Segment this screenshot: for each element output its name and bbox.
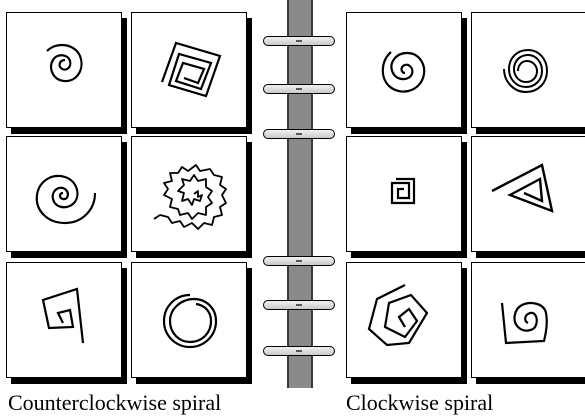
ccw-card-round-spiral-wide [6,136,122,252]
binder-ring [263,84,335,94]
binder-ring [263,300,335,310]
cw-round-spiral-icon [381,51,426,93]
cw-card-triangle-spiral [471,136,585,252]
ccw-card-square-spiral [131,12,247,128]
binder-ring [263,256,335,266]
caption-clockwise: Clockwise spiral [346,390,494,415]
ccw-wide-round-spiral-icon [35,174,97,225]
cw-card-square-spiral-small [346,136,462,252]
cw-pentagon-spiral-icon [367,284,429,347]
binder-ring [263,36,335,46]
cw-rounded-square-spiral-icon [500,302,548,345]
ccw-square-spiral-icon [160,41,222,98]
binder-ring [263,346,335,356]
binder-spine [287,0,313,388]
ccw-card-round-spiral [6,12,122,128]
ccw-wavy-spiral-icon [153,164,227,230]
ccw-card-wavy-spiral [131,136,247,252]
cw-card-pentagon-spiral [346,262,462,378]
ccw-card-trapezoid-spiral [6,262,122,378]
cw-card-dense-spiral [471,12,585,128]
cw-small-square-spiral-icon [390,177,416,205]
ccw-circle-coil-icon [162,293,218,349]
cw-dense-spiral-icon [503,48,549,94]
cw-card-round-spiral [346,12,462,128]
cw-card-rounded-square-spiral [471,262,585,378]
caption-counterclockwise: Counterclockwise spiral [8,390,222,415]
cw-triangle-spiral-icon [491,163,554,213]
binder-ring [263,129,335,139]
ccw-trapezoid-spiral-icon [41,287,85,344]
ccw-card-circle-coil [131,262,247,378]
ccw-round-spiral-icon [46,43,83,83]
